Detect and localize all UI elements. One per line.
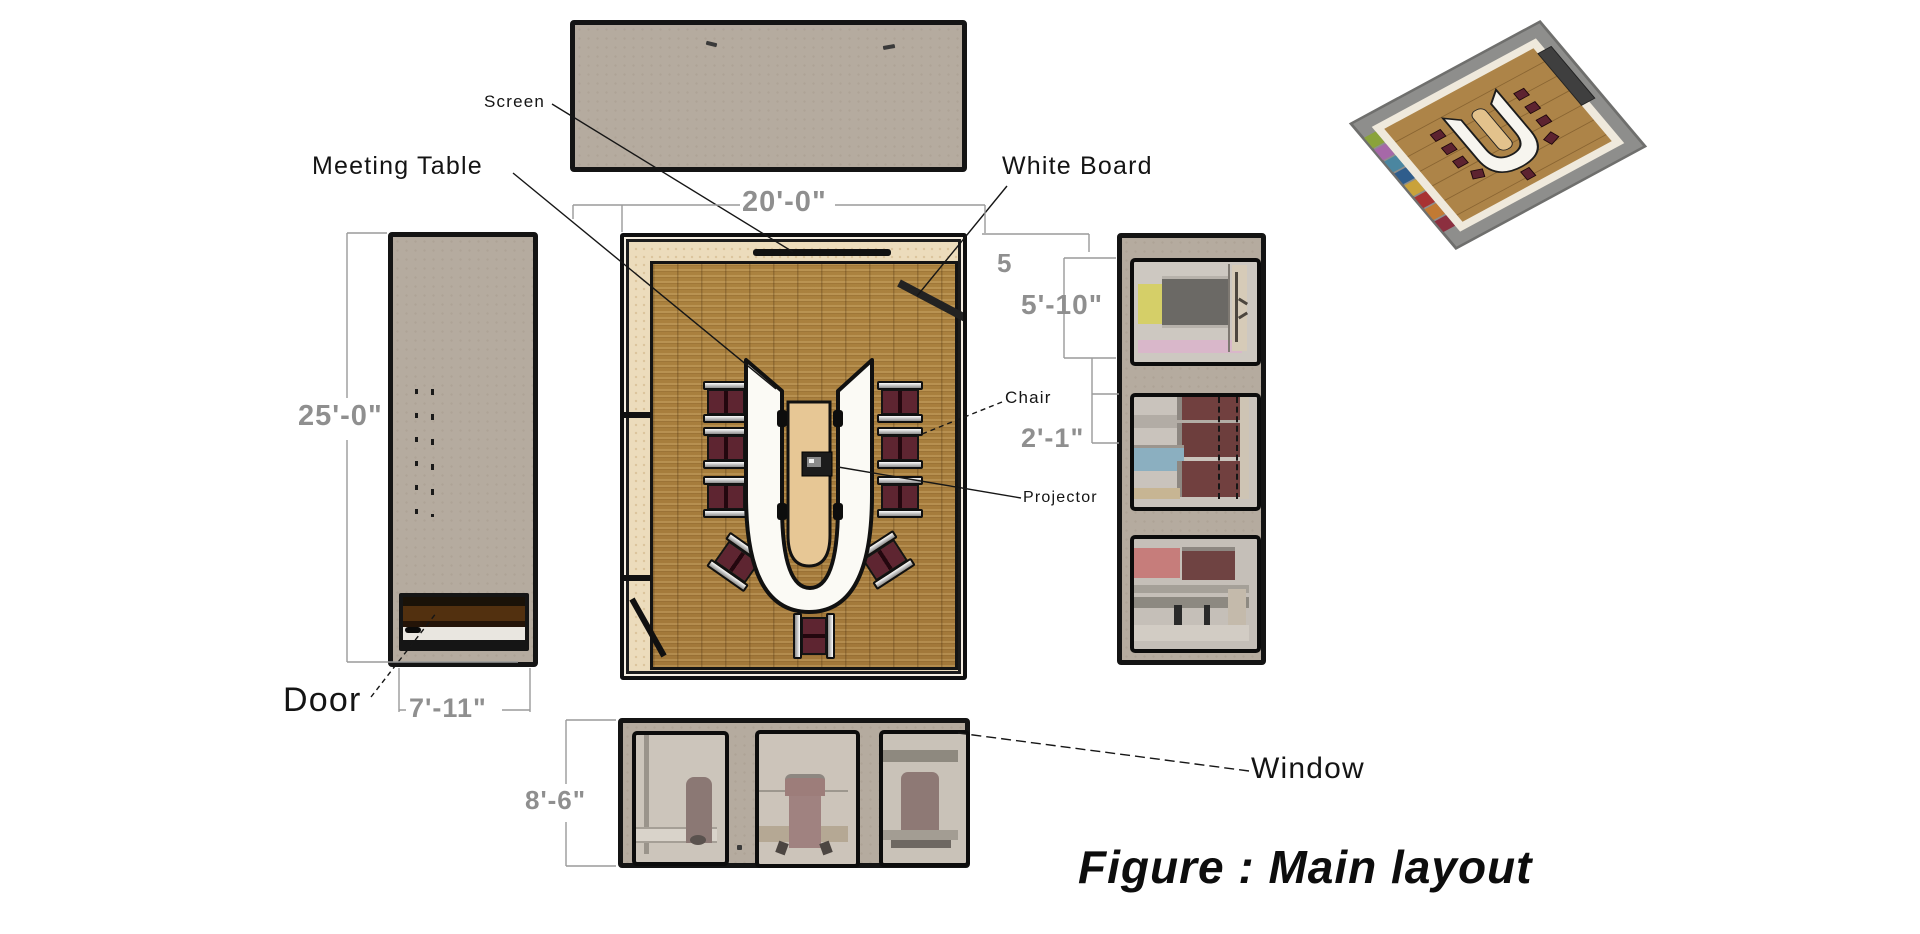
top-elevation-view (570, 20, 967, 172)
window-leader (957, 732, 1250, 772)
screen-plan (753, 249, 891, 256)
wall-stitch-marks (415, 389, 418, 517)
left-elevation-view (388, 232, 538, 667)
door-leaf-plan (629, 597, 667, 658)
dim-board-height: 5'-10" (1021, 289, 1103, 320)
dim-partial-right: 5 (997, 248, 1013, 278)
ceiling-mark (705, 40, 718, 48)
window-2 (755, 730, 860, 868)
iso-chairs (1429, 87, 1560, 181)
wall-mark (737, 845, 742, 850)
chair-right-1 (877, 381, 923, 423)
bookshelf-stripes (1364, 131, 1456, 232)
door-label: Door (283, 681, 362, 719)
bottom-elevation-view (618, 718, 970, 868)
projector-label: Projector (1023, 489, 1098, 506)
dim-plan-width: 20'-0" (742, 186, 827, 218)
dim-table-height: 2'-1" (1021, 423, 1085, 453)
right-elevation-upper-frame (1130, 258, 1261, 366)
plan-furniture-layer (629, 249, 963, 658)
window-label: Window (1251, 752, 1365, 785)
chair-right-2 (877, 427, 923, 469)
dim-plan-depth: 25'-0" (295, 400, 386, 433)
window-1 (632, 731, 729, 866)
iso-meeting-table (1440, 87, 1539, 173)
ceiling-mark (882, 43, 896, 51)
door-elevation (399, 593, 529, 651)
chair-left-3 (703, 476, 749, 518)
figure-title: Figure : Main layout (1078, 841, 1533, 893)
iso-screen (1537, 45, 1596, 106)
isometric-view (1348, 19, 1648, 251)
right-elevation-middle-frame (1130, 393, 1261, 511)
table-island (786, 400, 832, 568)
projector-plan (801, 451, 833, 477)
cabinet-divider (624, 575, 651, 581)
window-3 (879, 730, 970, 867)
wall-stitch-marks (431, 389, 434, 517)
door-handle-mark (405, 627, 421, 633)
meeting-table-label: Meeting Table (312, 152, 483, 180)
white-board-plan (897, 279, 963, 322)
screen-label: Screen (484, 92, 546, 111)
dim-window-height: 8'-6" (522, 785, 590, 816)
white-board-label: White Board (1002, 152, 1153, 180)
cabinet-divider (624, 412, 651, 418)
right-elevation-lower-frame (1130, 535, 1261, 653)
right-elevation-view (1117, 233, 1266, 665)
floor-plan-view (620, 233, 967, 680)
chair-label: Chair (1005, 388, 1052, 407)
dim-door-width: 7'-11" (406, 693, 490, 724)
